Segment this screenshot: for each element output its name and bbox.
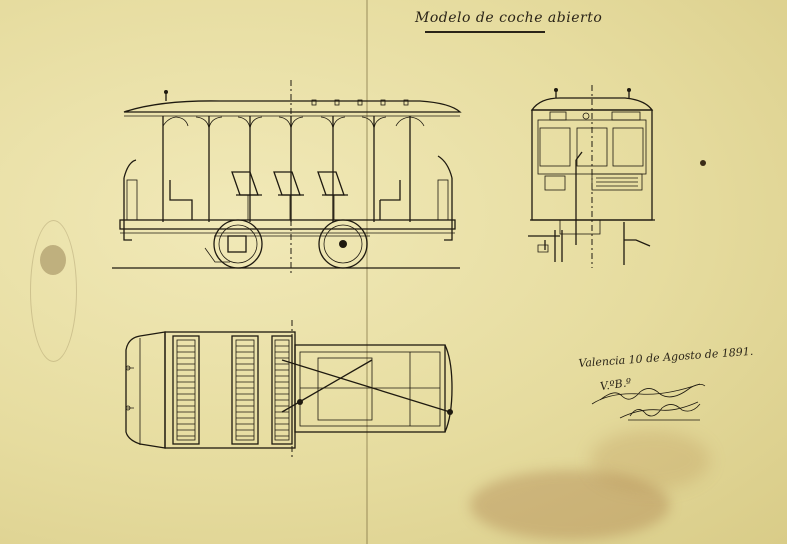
title-underline (425, 31, 545, 33)
water-stain (30, 220, 77, 362)
drawing-title: Modelo de coche abierto (415, 10, 603, 26)
bench-seats (231, 171, 348, 220)
paper-fold (366, 0, 368, 544)
dirt-stain-2 (590, 430, 710, 490)
platform-ends (123, 155, 453, 241)
dirt-stain (470, 470, 670, 540)
end-seats (169, 180, 401, 220)
signature (591, 383, 706, 421)
plan-view (125, 320, 453, 460)
plan-underframe (281, 351, 453, 427)
plan-benches (172, 335, 293, 445)
ink-dot (700, 160, 706, 166)
front-elevation (528, 85, 655, 268)
side-elevation (112, 80, 462, 275)
wheels (204, 219, 370, 269)
roof-vents (311, 99, 409, 106)
side-posts (162, 116, 425, 222)
